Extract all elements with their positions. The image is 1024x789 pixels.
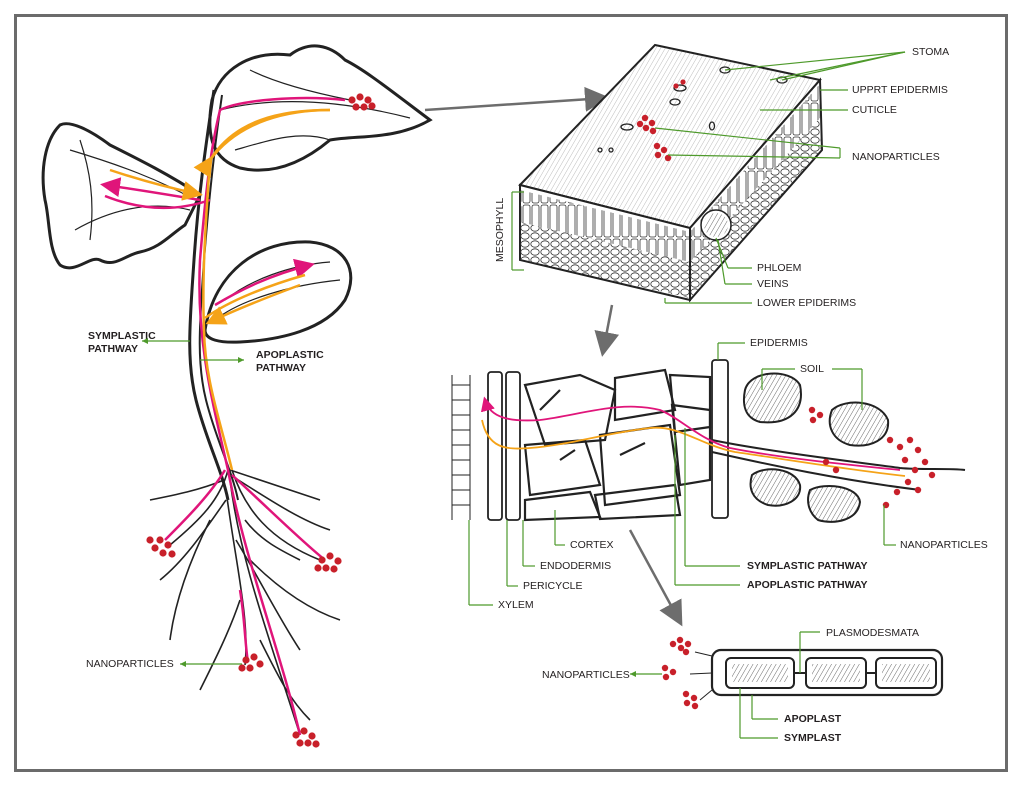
svg-text:SYMPLASTIC: SYMPLASTIC [88,330,156,342]
cell-label-apoplast: APOPLAST [751,695,842,725]
svg-text:PATHWAY: PATHWAY [256,362,306,374]
root-label-pericycle: PERICYCLE [506,520,583,592]
leaf-label-stoma: STOMA [724,46,949,81]
plant-nanoparticles [146,93,376,748]
leaf-label-lower-epidermis: LOWER EPIDERIMS [664,297,856,309]
arrow-to-root-section [594,304,620,357]
leaf-label-cuticle: CUTICLE [760,104,897,116]
cell-label-plasmodesmata: PLASMODESMATA [799,627,919,673]
svg-text:APOPLAST: APOPLAST [784,713,842,725]
plant-symplastic-label: SYMPLASTIC PATHWAY [88,330,190,355]
leaf-label-mesophyll: MESOPHYLL [494,191,524,271]
svg-text:NANOPARTICLES: NANOPARTICLES [900,539,988,551]
root-label-soil: SOIL [761,363,863,410]
svg-text:PERICYCLE: PERICYCLE [523,580,583,592]
root-label-nanoparticles: NANOPARTICLES [883,505,988,551]
diagram-frame [14,14,1008,772]
plant-apoplastic-flow [109,108,331,471]
svg-text:PLASMODESMATA: PLASMODESMATA [826,627,919,639]
root-label-endodermis: ENDODERMIS [522,520,611,572]
root-label-apoplastic-pathway: APOPLASTIC PATHWAY [674,435,868,591]
root-label-epidermis: EPIDERMIS [717,337,808,360]
leaf-label-upper-epidermis: UPPRT EPIDERMIS [820,84,948,96]
cotyledon [203,240,353,344]
svg-text:VEINS: VEINS [757,278,789,290]
svg-text:EPIDERMIS: EPIDERMIS [750,337,808,349]
svg-text:LOWER EPIDERIMS: LOWER EPIDERIMS [757,297,856,309]
plant-nanoparticles-label: NANOPARTICLES [86,658,242,670]
plant-illustration: SYMPLASTIC PATHWAY APOPLASTIC PATHWAY NA… [41,44,433,748]
svg-text:CUTICLE: CUTICLE [852,104,897,116]
svg-text:PHLOEM: PHLOEM [757,262,801,274]
root-label-cortex: CORTEX [554,510,614,551]
svg-text:APOPLASTIC PATHWAY: APOPLASTIC PATHWAY [747,579,868,591]
root-cross-section: EPIDERMIS SOIL NANOPARTICLES CORTEX ENDO… [451,337,988,611]
svg-text:CORTEX: CORTEX [570,539,614,551]
svg-text:NANOPARTICLES: NANOPARTICLES [86,658,174,670]
svg-text:SOIL: SOIL [800,363,824,375]
cell-label-nanoparticles: NANOPARTICLES [542,669,662,681]
svg-text:MESOPHYLL: MESOPHYLL [494,198,506,262]
root-apoplastic-flow [481,419,906,477]
svg-text:STOMA: STOMA [912,46,949,58]
svg-text:APOPLASTIC: APOPLASTIC [256,349,324,361]
leaf-left [41,122,202,270]
leaf-label-veins: VEINS [717,239,789,290]
svg-text:NANOPARTICLES: NANOPARTICLES [542,669,630,681]
cell-label-symplast: SYMPLAST [739,688,842,744]
root-label-symplastic-pathway: SYMPLASTIC PATHWAY [684,428,868,572]
root-label-xylem: XYLEM [468,520,534,611]
svg-text:PATHWAY: PATHWAY [88,343,138,355]
cell-detail: PLASMODESMATA NANOPARTICLES APOPLAST SYM… [542,627,944,744]
leaf-cross-section: STOMA UPPRT EPIDERMIS CUTICLE NANOPARTIC… [494,43,949,309]
svg-text:UPPRT EPIDERMIS: UPPRT EPIDERMIS [852,84,948,96]
svg-text:XYLEM: XYLEM [498,599,534,611]
svg-text:SYMPLAST: SYMPLAST [784,732,842,744]
arrow-to-leaf-section [424,86,610,112]
svg-text:NANOPARTICLES: NANOPARTICLES [852,151,940,163]
leaf-label-nanoparticles: NANOPARTICLES [654,127,940,163]
leaf-top-right [208,44,433,172]
plant-apoplastic-label: APOPLASTIC PATHWAY [200,349,324,374]
svg-text:ENDODERMIS: ENDODERMIS [540,560,611,572]
arrow-to-cell-detail [628,529,683,627]
svg-text:SYMPLASTIC PATHWAY: SYMPLASTIC PATHWAY [747,560,868,572]
root-symplastic-flow [480,396,901,471]
roots [149,469,341,736]
